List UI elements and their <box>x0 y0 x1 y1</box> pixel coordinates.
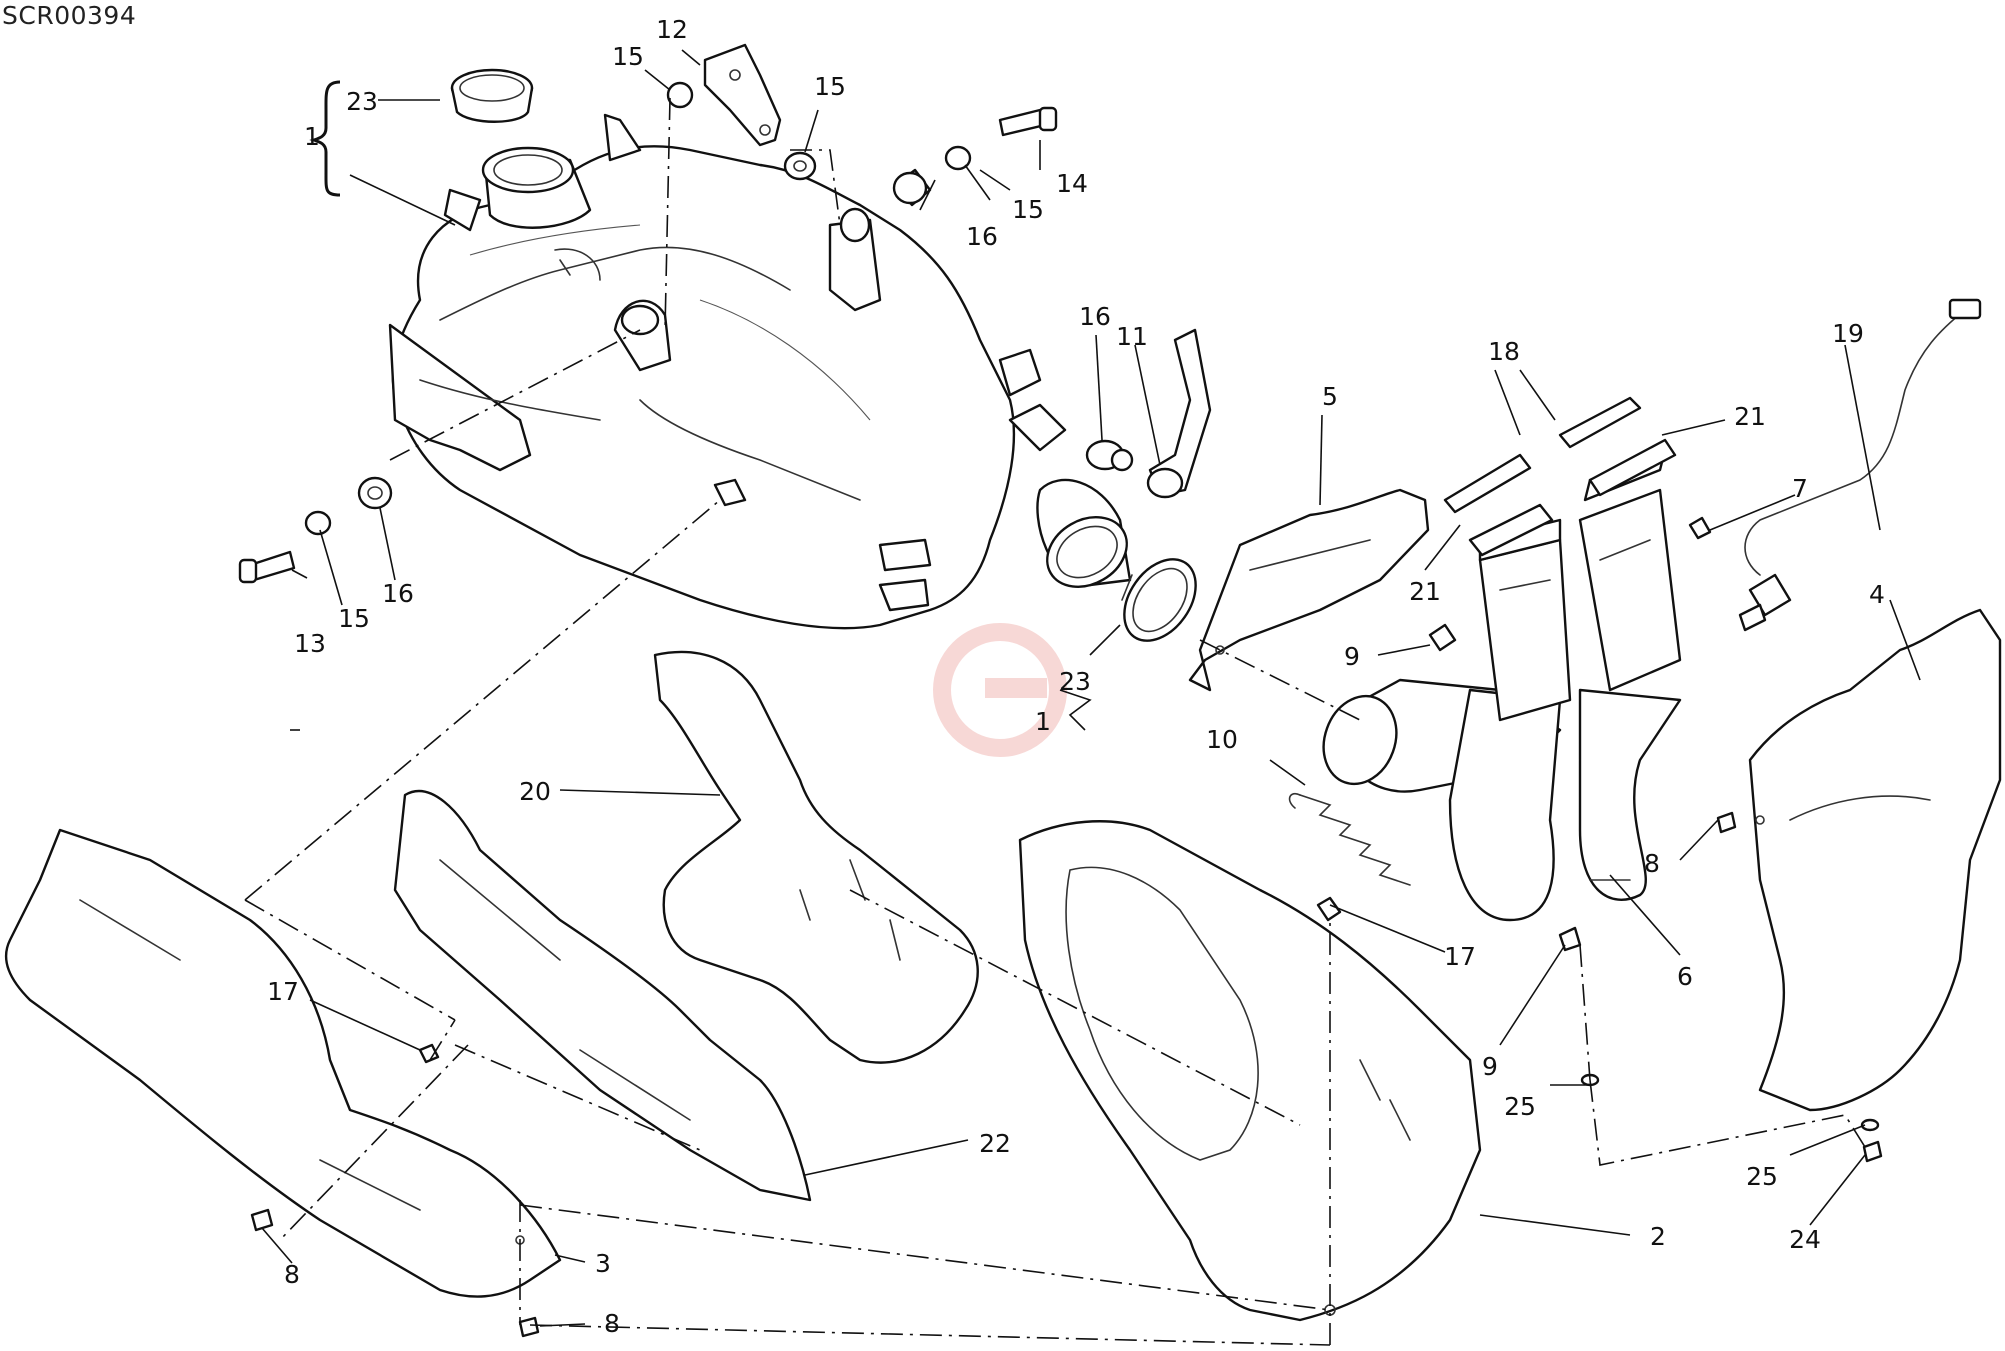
callout-7: 7 <box>1792 474 1808 503</box>
callout-19: 19 <box>1832 319 1864 348</box>
callout-15: 15 <box>1012 195 1044 224</box>
hardware <box>238 81 1212 584</box>
callout-labels: 1231215151415161611131516231518212119749… <box>267 15 1885 1338</box>
callout-8: 8 <box>284 1260 300 1289</box>
callout-20: 20 <box>519 777 551 806</box>
muffler-body <box>388 113 1132 630</box>
callout-9: 9 <box>1482 1052 1498 1081</box>
callout-14: 14 <box>1056 169 1088 198</box>
callout-15: 15 <box>338 604 370 633</box>
spring-10 <box>1288 792 1411 886</box>
bracket-12 <box>703 43 782 147</box>
rubber-ring-lower <box>1121 558 1197 642</box>
callout-5: 5 <box>1322 382 1338 411</box>
heat-shield-4 <box>1748 608 2002 1112</box>
heat-shield-22 <box>393 789 812 1202</box>
leader-lines <box>261 49 1921 1327</box>
gaskets <box>1443 396 1677 557</box>
callout-10: 10 <box>1206 725 1238 754</box>
heat-shield-2 <box>1018 820 1482 1322</box>
callout-25: 25 <box>1504 1092 1536 1121</box>
callout-16: 16 <box>966 222 998 251</box>
assembly-lines <box>244 97 1866 1346</box>
rubber-ring-top <box>450 68 534 123</box>
callout-23: 23 <box>1059 667 1091 696</box>
callout-17: 17 <box>1444 942 1476 971</box>
callout-12: 12 <box>656 15 688 44</box>
callout-24: 24 <box>1789 1225 1821 1254</box>
callout-6: 6 <box>1677 962 1693 991</box>
callout-13: 13 <box>294 629 326 658</box>
callout-11: 11 <box>1116 322 1148 351</box>
callout-2: 2 <box>1650 1222 1666 1251</box>
callout-23: 23 <box>346 87 378 116</box>
callout-25: 25 <box>1746 1162 1778 1191</box>
callout-21: 21 <box>1409 577 1441 606</box>
callout-1: 1 <box>304 122 320 151</box>
callout-8: 8 <box>1644 849 1660 878</box>
exhaust-headers <box>1322 448 1682 922</box>
callout-8: 8 <box>604 1309 620 1338</box>
callout-3: 3 <box>595 1249 611 1278</box>
callout-15: 15 <box>612 42 644 71</box>
callout-21: 21 <box>1734 402 1766 431</box>
watermark-logo: G <box>933 623 1067 757</box>
heat-shield-20 <box>653 650 979 1064</box>
lambda-sensor <box>1738 298 1982 632</box>
callout-1: 1 <box>1035 707 1051 736</box>
heat-shield-5 <box>1188 488 1430 692</box>
heat-shield-3 <box>4 828 562 1298</box>
callout-22: 22 <box>979 1129 1011 1158</box>
callout-16: 16 <box>382 579 414 608</box>
group-brace <box>309 80 341 197</box>
callout-16: 16 <box>1079 302 1111 331</box>
callout-9: 9 <box>1344 642 1360 671</box>
callout-18: 18 <box>1488 337 1520 366</box>
callout-17: 17 <box>267 977 299 1006</box>
drawing-code: SCR00394 <box>2 1 137 30</box>
callout-4: 4 <box>1869 580 1885 609</box>
callout-15: 15 <box>814 72 846 101</box>
